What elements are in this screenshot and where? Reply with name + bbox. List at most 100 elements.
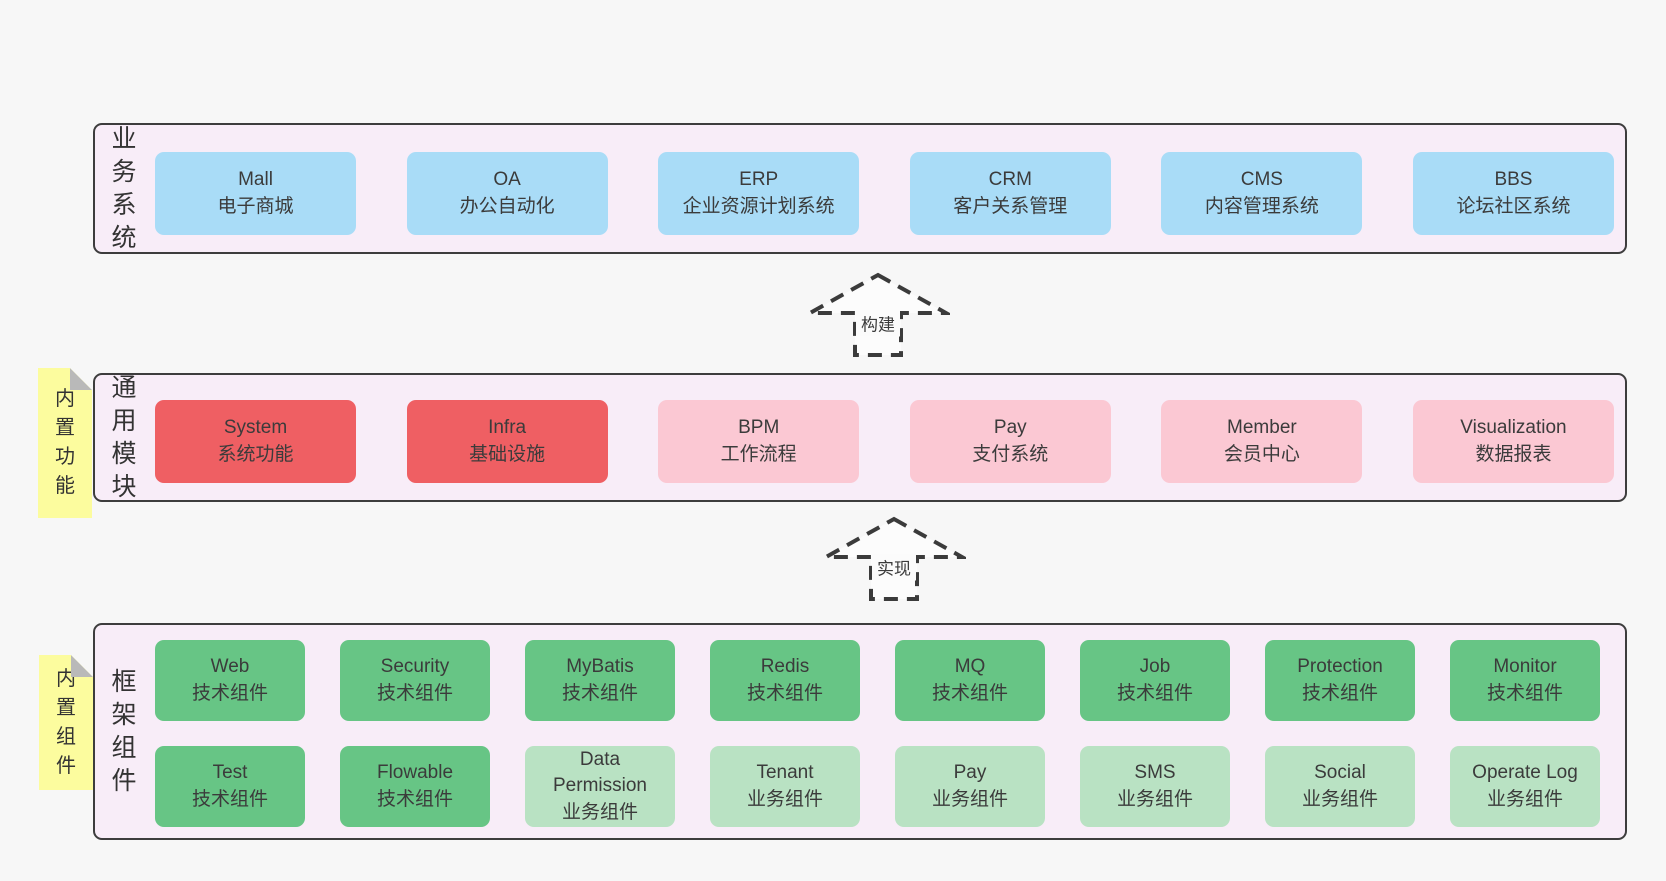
box-title: Protection (1297, 656, 1383, 678)
box-title: Member (1227, 417, 1297, 439)
box-subtitle: 系统功能 (217, 443, 294, 465)
framework-components-row-1: Web 技术组件 Security 技术组件 MyBatis 技术组件 Redi… (155, 640, 1600, 721)
box-title: Tenant (756, 762, 814, 784)
box-title: Job (1139, 656, 1171, 678)
box-subtitle: 会员中心 (1223, 443, 1300, 465)
layer-label-common-modules: 通用模块 (95, 374, 153, 501)
box-title: Visualization (1460, 417, 1567, 439)
layer-label-framework-components: 框架组件 (95, 625, 153, 838)
box-title: CRM (988, 169, 1032, 191)
box-title: Mall (238, 169, 273, 191)
box-subtitle: 技术组件 (191, 788, 268, 810)
box-title: BPM (738, 417, 780, 439)
box-subtitle: 业务组件 (1116, 788, 1193, 810)
box-mq: MQ 技术组件 (895, 640, 1045, 721)
box-title: Infra (488, 417, 527, 439)
box-cms: CMS 内容管理系统 (1161, 152, 1363, 235)
box-subtitle: 技术组件 (191, 682, 268, 704)
box-title: Flowable (376, 762, 454, 784)
box-title: BBS (1494, 169, 1533, 191)
box-visualization: Visualization 数据报表 (1412, 400, 1614, 483)
box-subtitle: 技术组件 (561, 682, 638, 704)
box-subtitle: 论坛社区系统 (1456, 195, 1571, 217)
note-text: 内置组件 (56, 667, 76, 777)
note-text: 内置功能 (55, 388, 75, 497)
box-web: Web 技术组件 (155, 640, 305, 721)
box-subtitle: 基础设施 (469, 443, 546, 465)
common-modules-row: System 系统功能 Infra 基础设施 BPM 工作流程 Pay 支付系统… (155, 400, 1614, 483)
note-fold-corner-icon (71, 655, 93, 677)
box-title: Security (380, 656, 450, 678)
box-title: Pay (993, 417, 1027, 439)
box-title: System (223, 417, 288, 439)
box-title: Data Permission (553, 749, 647, 797)
layer-label-text: 业务系统 (111, 124, 137, 252)
layer-label-text: 通用模块 (111, 373, 137, 501)
box-title: Redis (760, 656, 810, 678)
layer-label-business-systems: 业务系统 (95, 125, 153, 252)
box-pay-component: Pay 业务组件 (895, 746, 1045, 827)
box-subtitle: 业务组件 (561, 801, 638, 823)
arrow-implement: 实现 (822, 515, 966, 603)
business-systems-row: Mall 电子商城 OA 办公自动化 ERP 企业资源计划系统 CRM 客户关系… (155, 152, 1614, 235)
box-title: CMS (1240, 169, 1283, 191)
box-member: Member 会员中心 (1161, 400, 1363, 483)
box-title: Social (1314, 762, 1366, 784)
box-redis: Redis 技术组件 (710, 640, 860, 721)
note-fold-corner-icon (70, 368, 92, 390)
arrow-build-label: 构建 (856, 309, 900, 337)
box-subtitle: 技术组件 (376, 682, 453, 704)
framework-components-row-2: Test 技术组件 Flowable 技术组件 Data Permission … (155, 746, 1600, 827)
box-subtitle: 业务组件 (931, 788, 1008, 810)
box-subtitle: 数据报表 (1475, 443, 1552, 465)
box-subtitle: 业务组件 (1301, 788, 1378, 810)
box-test: Test 技术组件 (155, 746, 305, 827)
box-title: Test (212, 762, 248, 784)
layer-label-text: 框架组件 (111, 667, 137, 795)
box-tenant: Tenant 业务组件 (710, 746, 860, 827)
box-social: Social 业务组件 (1265, 746, 1415, 827)
box-security: Security 技术组件 (340, 640, 490, 721)
layer-common-modules: 通用模块 System 系统功能 Infra 基础设施 BPM 工作流程 Pay… (93, 373, 1627, 502)
box-subtitle: 技术组件 (1486, 682, 1563, 704)
box-subtitle: 工作流程 (720, 443, 797, 465)
box-title: Monitor (1493, 656, 1557, 678)
box-subtitle: 技术组件 (931, 682, 1008, 704)
arrow-build: 构建 (806, 271, 950, 359)
box-erp: ERP 企业资源计划系统 (658, 152, 860, 235)
box-system: System 系统功能 (155, 400, 356, 483)
layer-business-systems: 业务系统 Mall 电子商城 OA 办公自动化 ERP 企业资源计划系统 CRM… (93, 123, 1627, 254)
box-subtitle: 内容管理系统 (1204, 195, 1319, 217)
box-title: MQ (954, 656, 986, 678)
note-built-in-features: 内置功能 (38, 368, 92, 518)
box-operate-log: Operate Log 业务组件 (1450, 746, 1600, 827)
box-title: MyBatis (566, 656, 634, 678)
box-oa: OA 办公自动化 (406, 152, 608, 235)
box-mall: Mall 电子商城 (155, 152, 356, 235)
box-title: Pay (953, 762, 987, 784)
box-title: Web (210, 656, 250, 678)
box-title: OA (493, 169, 521, 191)
box-infra: Infra 基础设施 (406, 400, 608, 483)
box-subtitle: 技术组件 (1301, 682, 1378, 704)
box-sms: SMS 业务组件 (1080, 746, 1230, 827)
box-data-permission: Data Permission 业务组件 (525, 746, 675, 827)
layer-framework-components: 框架组件 Web 技术组件 Security 技术组件 MyBatis 技术组件… (93, 623, 1627, 840)
box-subtitle: 技术组件 (376, 788, 453, 810)
box-subtitle: 业务组件 (746, 788, 823, 810)
arrow-implement-label: 实现 (872, 553, 916, 581)
box-title: SMS (1134, 762, 1176, 784)
box-subtitle: 业务组件 (1486, 788, 1563, 810)
box-crm: CRM 客户关系管理 (909, 152, 1111, 235)
box-mybatis: MyBatis 技术组件 (525, 640, 675, 721)
box-subtitle: 企业资源计划系统 (682, 195, 835, 217)
box-monitor: Monitor 技术组件 (1450, 640, 1600, 721)
box-bpm: BPM 工作流程 (658, 400, 860, 483)
box-subtitle: 客户关系管理 (953, 195, 1068, 217)
box-pay-system: Pay 支付系统 (909, 400, 1111, 483)
box-bbs: BBS 论坛社区系统 (1412, 152, 1614, 235)
box-protection: Protection 技术组件 (1265, 640, 1415, 721)
box-subtitle: 支付系统 (972, 443, 1049, 465)
box-flowable: Flowable 技术组件 (340, 746, 490, 827)
box-job: Job 技术组件 (1080, 640, 1230, 721)
